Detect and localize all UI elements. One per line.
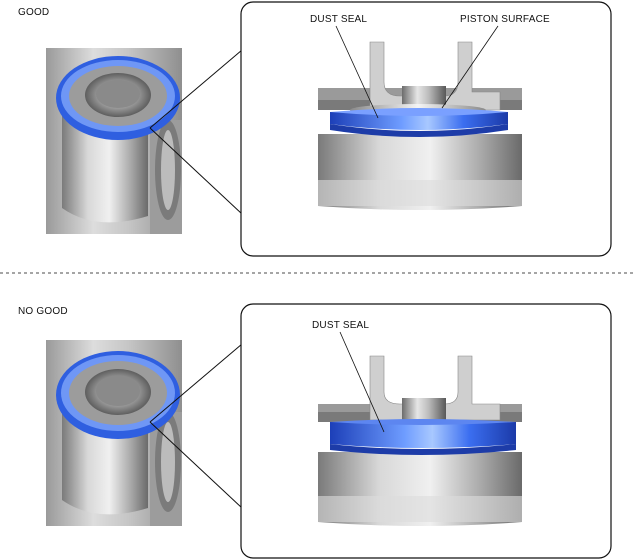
good-detail-artwork: [318, 41, 522, 210]
good-panel: [46, 1, 612, 257]
no-good-panel: [46, 303, 612, 559]
good-piston-surface-callout: PISTON SURFACE: [460, 14, 550, 25]
no-good-status-label: NO GOOD: [18, 306, 68, 317]
no-good-dust-seal-callout: DUST SEAL: [312, 320, 370, 331]
good-caliper-thumbnail: [46, 48, 182, 234]
good-dust-seal-callout: DUST SEAL: [310, 14, 368, 25]
good-dust-seal: [330, 112, 508, 130]
good-status-label: GOOD: [18, 7, 50, 18]
no-good-caliper-thumbnail: [46, 340, 182, 526]
no-good-detail-artwork: [318, 355, 522, 526]
no-good-dust-seal: [330, 422, 516, 448]
